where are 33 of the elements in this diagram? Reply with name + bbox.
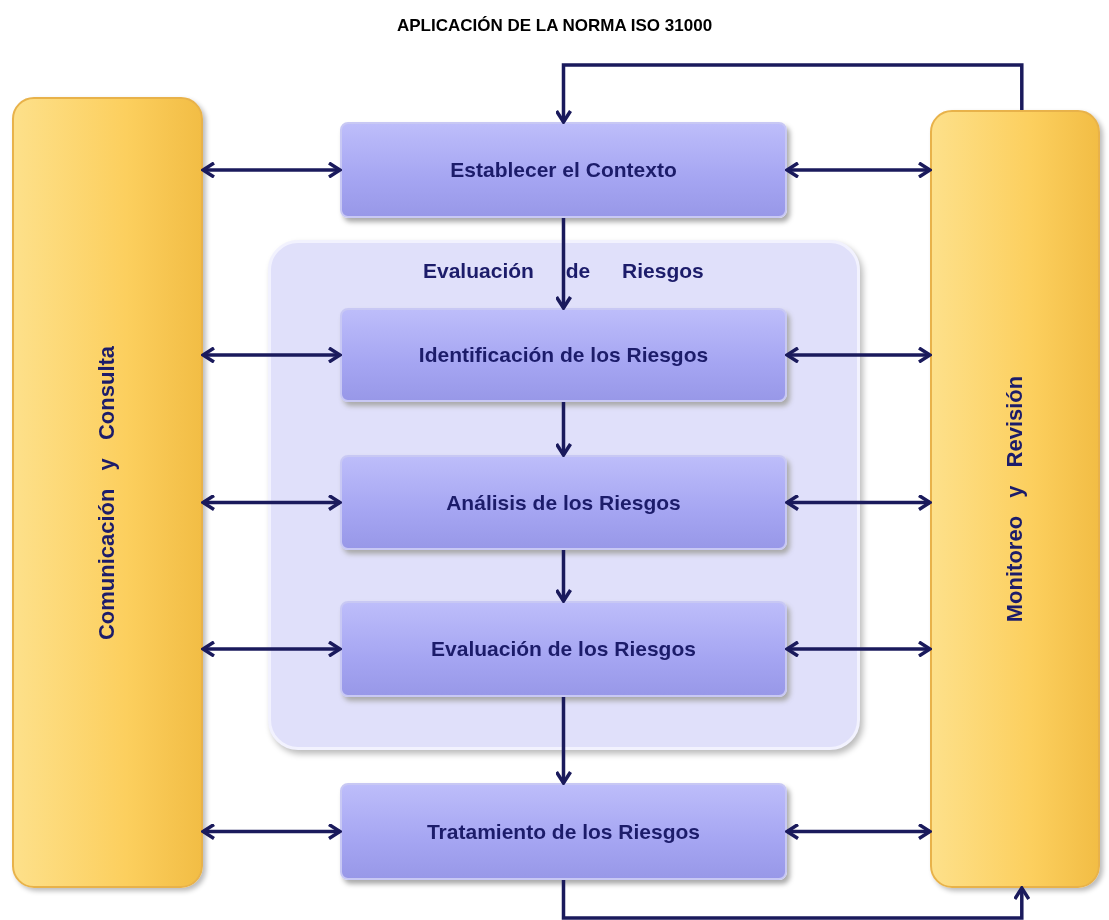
side-band — [12, 97, 203, 888]
process-box — [340, 601, 787, 697]
arrow — [201, 822, 342, 841]
panel-title: Evaluación de Riesgos — [423, 259, 704, 283]
arrow — [554, 63, 1024, 124]
arrow — [201, 640, 342, 658]
arrow — [554, 402, 573, 457]
box-label: Establecer el Contexto — [450, 158, 677, 182]
arrow — [785, 493, 932, 512]
arrow — [785, 822, 932, 841]
arrow — [785, 346, 932, 364]
box-label: Evaluación de los Riesgos — [431, 637, 696, 661]
box-label: Identificación de los Riesgos — [418, 343, 709, 367]
arrow — [201, 493, 342, 512]
arrow — [561, 880, 1031, 920]
process-box — [340, 308, 787, 402]
box-label: Análisis de los Riesgos — [446, 490, 681, 515]
arrow — [554, 697, 573, 785]
process-box — [340, 122, 787, 218]
arrow — [201, 346, 342, 364]
band-label: Monitoreo y Revisión — [1002, 375, 1028, 623]
arrow — [201, 161, 342, 179]
side-band — [930, 110, 1100, 888]
process-box — [340, 455, 787, 550]
arrow — [785, 640, 932, 658]
diagram-title: APLICACIÓN DE LA NORMA ISO 31000 — [395, 16, 714, 36]
arrow — [554, 218, 573, 310]
group-panel — [268, 240, 860, 750]
process-box — [340, 783, 787, 880]
arrow — [554, 550, 573, 603]
band-label: Comunicación y Consulta — [94, 345, 121, 640]
box-label: Tratamiento de los Riesgos — [426, 819, 701, 844]
arrow — [785, 161, 932, 179]
